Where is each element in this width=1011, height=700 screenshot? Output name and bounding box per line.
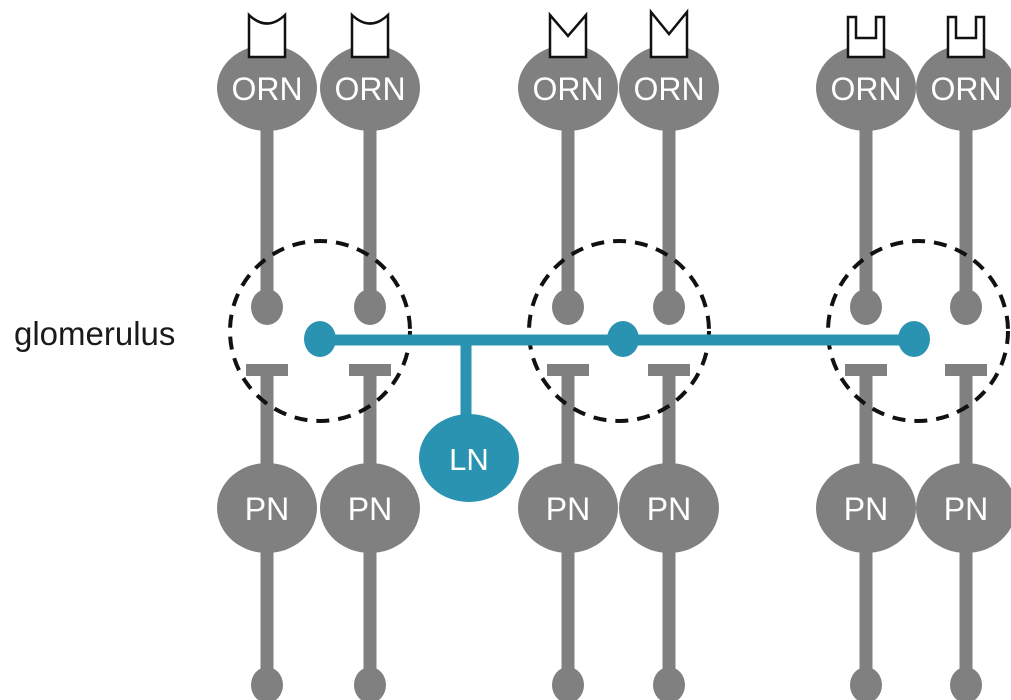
glomerulus-3 [826, 239, 1010, 423]
glomerulus-2 [527, 239, 711, 423]
orn-terminal-6 [950, 289, 982, 325]
pn-label-1: PN [245, 491, 289, 527]
receptor-u-cup-icon-2 [350, 12, 390, 59]
ln-label: LN [449, 442, 489, 477]
receptors [247, 8, 986, 59]
pn-2: PN [320, 463, 420, 553]
pn-6: PN [916, 463, 1011, 553]
pn-terminal-5 [850, 667, 882, 700]
pn-soma-4 [619, 463, 719, 553]
pn-1: PN [217, 463, 317, 553]
orn-terminal-3 [552, 289, 584, 325]
receptor-v-notch-icon-4 [649, 8, 689, 59]
orn-label-1: ORN [231, 71, 302, 107]
pn-4: PN [619, 463, 719, 553]
pn-terminal-3 [552, 667, 584, 700]
pn-soma-3 [518, 463, 618, 553]
orn-3: ORN [518, 45, 618, 131]
receptor-u-cup-icon-1 [247, 12, 287, 59]
pn-tbar-6 [945, 364, 987, 376]
local-interneuron: LN [304, 321, 930, 502]
pn-terminal-6 [950, 667, 982, 700]
pn-label-2: PN [348, 491, 392, 527]
orn-soma-5 [816, 45, 916, 131]
pn-5: PN [816, 463, 916, 553]
pn-soma-6 [916, 463, 1011, 553]
orn-soma-1 [217, 45, 317, 131]
pn-tbar-1 [246, 364, 288, 376]
receptor-square-notch-icon-5 [846, 15, 886, 59]
orn-5: ORN [816, 45, 916, 131]
pn-postsynaptic-bars [246, 364, 987, 376]
pn-soma-1 [217, 463, 317, 553]
orn-soma-4 [619, 45, 719, 131]
glomerulus-1 [228, 239, 412, 423]
pn-3: PN [518, 463, 618, 553]
orn-terminals [251, 289, 982, 325]
orn-terminal-1 [251, 289, 283, 325]
ln-terminal-1 [304, 321, 336, 357]
orn-2: ORN [320, 45, 420, 131]
orn-4: ORN [619, 45, 719, 131]
orn-label-4: ORN [633, 71, 704, 107]
pn-tbar-3 [547, 364, 589, 376]
orn-soma-6 [916, 45, 1011, 131]
ln-soma [419, 414, 519, 502]
pn-tbar-2 [349, 364, 391, 376]
orn-1: ORN [217, 45, 317, 131]
orn-label-6: ORN [930, 71, 1001, 107]
orn-somata: ORN ORN ORN ORN ORN ORN [217, 45, 1011, 131]
glomerulus-label: glomerulus [14, 315, 176, 352]
pn-label-3: PN [546, 491, 590, 527]
pn-tbar-5 [845, 364, 887, 376]
orn-soma-2 [320, 45, 420, 131]
orn-axons [260, 100, 973, 300]
orn-terminal-2 [354, 289, 386, 325]
pn-tbar-4 [648, 364, 690, 376]
pn-somata: PN PN PN PN PN PN [217, 463, 1011, 553]
ln-terminal-2 [607, 321, 639, 357]
pn-terminal-1 [251, 667, 283, 700]
orn-terminal-4 [653, 289, 685, 325]
pn-terminals [251, 667, 982, 700]
pn-soma-2 [320, 463, 420, 553]
orn-6: ORN [916, 45, 1011, 131]
pn-label-6: PN [944, 491, 988, 527]
orn-terminal-5 [850, 289, 882, 325]
pn-label-5: PN [844, 491, 888, 527]
pn-label-4: PN [647, 491, 691, 527]
pn-terminal-2 [354, 667, 386, 700]
orn-label-3: ORN [532, 71, 603, 107]
receptor-v-notch-icon-3 [548, 11, 588, 59]
orn-label-5: ORN [830, 71, 901, 107]
receptor-square-notch-icon-6 [946, 15, 986, 59]
ln-terminal-3 [898, 321, 930, 357]
glomeruli [228, 239, 1010, 423]
orn-soma-3 [518, 45, 618, 131]
orn-label-2: ORN [334, 71, 405, 107]
pn-soma-5 [816, 463, 916, 553]
pn-terminal-4 [653, 667, 685, 700]
